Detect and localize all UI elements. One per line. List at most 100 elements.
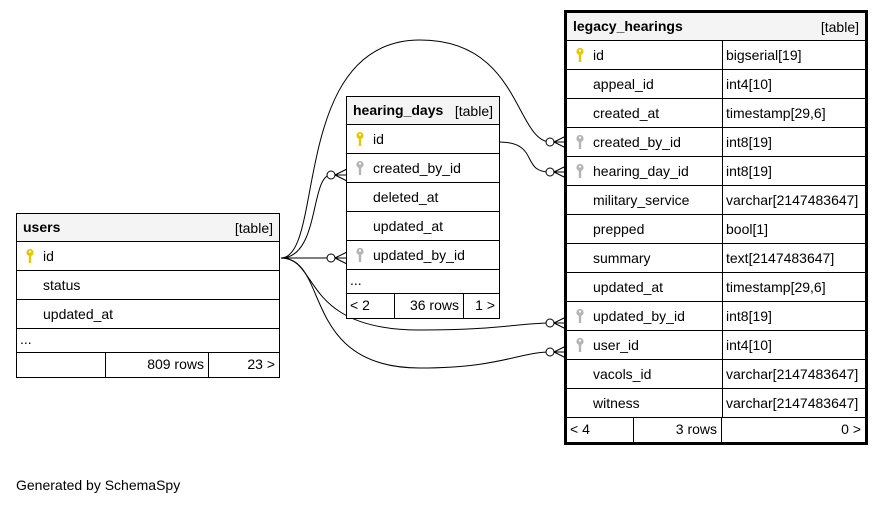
column-type: bigserial[19] [726, 47, 802, 63]
column-row-vacols-id[interactable]: vacols_id varchar[2147483647] [567, 360, 865, 389]
column-divider [722, 331, 723, 359]
column-type: text[2147483647] [726, 250, 835, 266]
column-name: witness [593, 395, 640, 411]
column-name: id [593, 47, 604, 63]
row-count: 36 rows [394, 294, 463, 318]
children-count[interactable]: 1 > [463, 294, 499, 318]
column-row-id[interactable]: id bigserial[19] [567, 41, 865, 70]
column-type: varchar[2147483647] [726, 192, 859, 208]
column-list: id bigserial[19] appeal_id int4[10] created_… [567, 41, 865, 418]
more-columns-ellipsis: ... [347, 270, 499, 294]
column-name: updated_at [43, 306, 114, 322]
column-name: summary [593, 250, 651, 266]
table-kind: [table] [234, 220, 273, 236]
column-list: id status updated_at [17, 242, 279, 329]
edge-hearing-days-to-legacy-hearing-day [498, 141, 551, 173]
column-name: updated_at [593, 279, 664, 295]
column-type: bool[1] [726, 221, 769, 237]
parents-count[interactable]: < 2 [350, 297, 370, 313]
column-type: int8[19] [726, 163, 772, 179]
column-name: id [43, 248, 54, 264]
column-row-id[interactable]: id [17, 242, 279, 271]
column-divider [722, 99, 723, 127]
foreign-key-icon [574, 134, 586, 150]
table-name[interactable]: users [23, 219, 61, 235]
column-name: id [373, 131, 384, 147]
column-divider [722, 244, 723, 272]
column-type: varchar[2147483647] [726, 366, 859, 382]
column-name: created_by_id [373, 160, 461, 176]
column-name: created_by_id [593, 134, 681, 150]
table-header: legacy_hearings [table] [567, 13, 865, 41]
column-row-military-service[interactable]: military_service varchar[2147483647] [567, 186, 865, 215]
column-row-created-by-id[interactable]: created_by_id [347, 154, 499, 183]
column-divider [722, 302, 723, 330]
column-row-user-id[interactable]: user_id int4[10] [567, 331, 865, 360]
column-name: appeal_id [593, 76, 654, 92]
table-name[interactable]: legacy_hearings [573, 18, 683, 34]
row-count: 3 rows [633, 418, 721, 442]
primary-key-icon [24, 248, 36, 264]
column-name: created_at [593, 105, 660, 121]
column-row-id[interactable]: id [347, 125, 499, 154]
column-row-summary[interactable]: summary text[2147483647] [567, 244, 865, 273]
column-type: int4[10] [726, 337, 772, 353]
column-type: int4[10] [726, 76, 772, 92]
column-type: int8[19] [726, 134, 772, 150]
column-type: timestamp[29,6] [726, 279, 826, 295]
row-count: 809 rows [105, 353, 208, 377]
column-divider [722, 128, 723, 156]
edge-users-to-hearing-days-created-by [280, 174, 332, 259]
legacy-hearings-table[interactable]: legacy_hearings [table] id bigserial[19] a… [564, 10, 868, 445]
table-header: hearing_days [table] [347, 97, 499, 125]
column-name: user_id [593, 337, 639, 353]
column-row-created-by-id[interactable]: created_by_id int8[19] [567, 128, 865, 157]
foreign-key-icon [574, 337, 586, 353]
column-name: status [43, 277, 81, 293]
column-divider [722, 273, 723, 301]
column-row-witness[interactable]: witness varchar[2147483647] [567, 389, 865, 418]
column-row-status[interactable]: status [17, 271, 279, 300]
parents-count[interactable] [17, 353, 105, 377]
more-columns-ellipsis: ... [17, 329, 279, 353]
column-divider [722, 215, 723, 243]
children-count[interactable]: 23 > [208, 353, 279, 377]
column-divider [722, 41, 723, 69]
column-name: vacols_id [593, 366, 652, 382]
column-row-updated-at[interactable]: updated_at timestamp[29,6] [567, 273, 865, 302]
column-name: military_service [593, 192, 690, 208]
column-divider [722, 157, 723, 185]
foreign-key-icon [354, 247, 366, 263]
column-row-prepped[interactable]: prepped bool[1] [567, 215, 865, 244]
column-row-appeal-id[interactable]: appeal_id int4[10] [567, 70, 865, 99]
table-kind: [table] [454, 103, 493, 119]
table-kind: [table] [820, 19, 859, 35]
column-type: timestamp[29,6] [726, 105, 826, 121]
foreign-key-icon [354, 160, 366, 176]
column-type: varchar[2147483647] [726, 395, 859, 411]
column-row-updated-at[interactable]: updated_at [17, 300, 279, 329]
column-row-deleted-at[interactable]: deleted_at [347, 183, 499, 212]
primary-key-icon [354, 131, 366, 147]
column-name: hearing_day_id [593, 163, 689, 179]
column-divider [722, 360, 723, 388]
column-divider [722, 389, 723, 417]
column-name: updated_by_id [373, 247, 465, 263]
column-row-updated-by-id[interactable]: updated_by_id [347, 241, 499, 270]
column-name: prepped [593, 221, 645, 237]
column-divider [722, 70, 723, 98]
column-name: updated_by_id [593, 308, 685, 324]
parents-count[interactable]: < 4 [570, 421, 590, 437]
table-name[interactable]: hearing_days [353, 102, 444, 118]
users-table[interactable]: users [table] id status updated_at ... 809… [16, 213, 280, 378]
column-row-hearing-day-id[interactable]: hearing_day_id int8[19] [567, 157, 865, 186]
children-count[interactable]: 0 > [721, 418, 865, 442]
table-footer: < 4 3 rows 0 > [567, 418, 865, 442]
column-row-created-at[interactable]: created_at timestamp[29,6] [567, 99, 865, 128]
generated-by-label: Generated by SchemaSpy [16, 477, 181, 493]
column-row-updated-at[interactable]: updated_at [347, 212, 499, 241]
primary-key-icon [574, 47, 586, 63]
foreign-key-icon [574, 163, 586, 179]
